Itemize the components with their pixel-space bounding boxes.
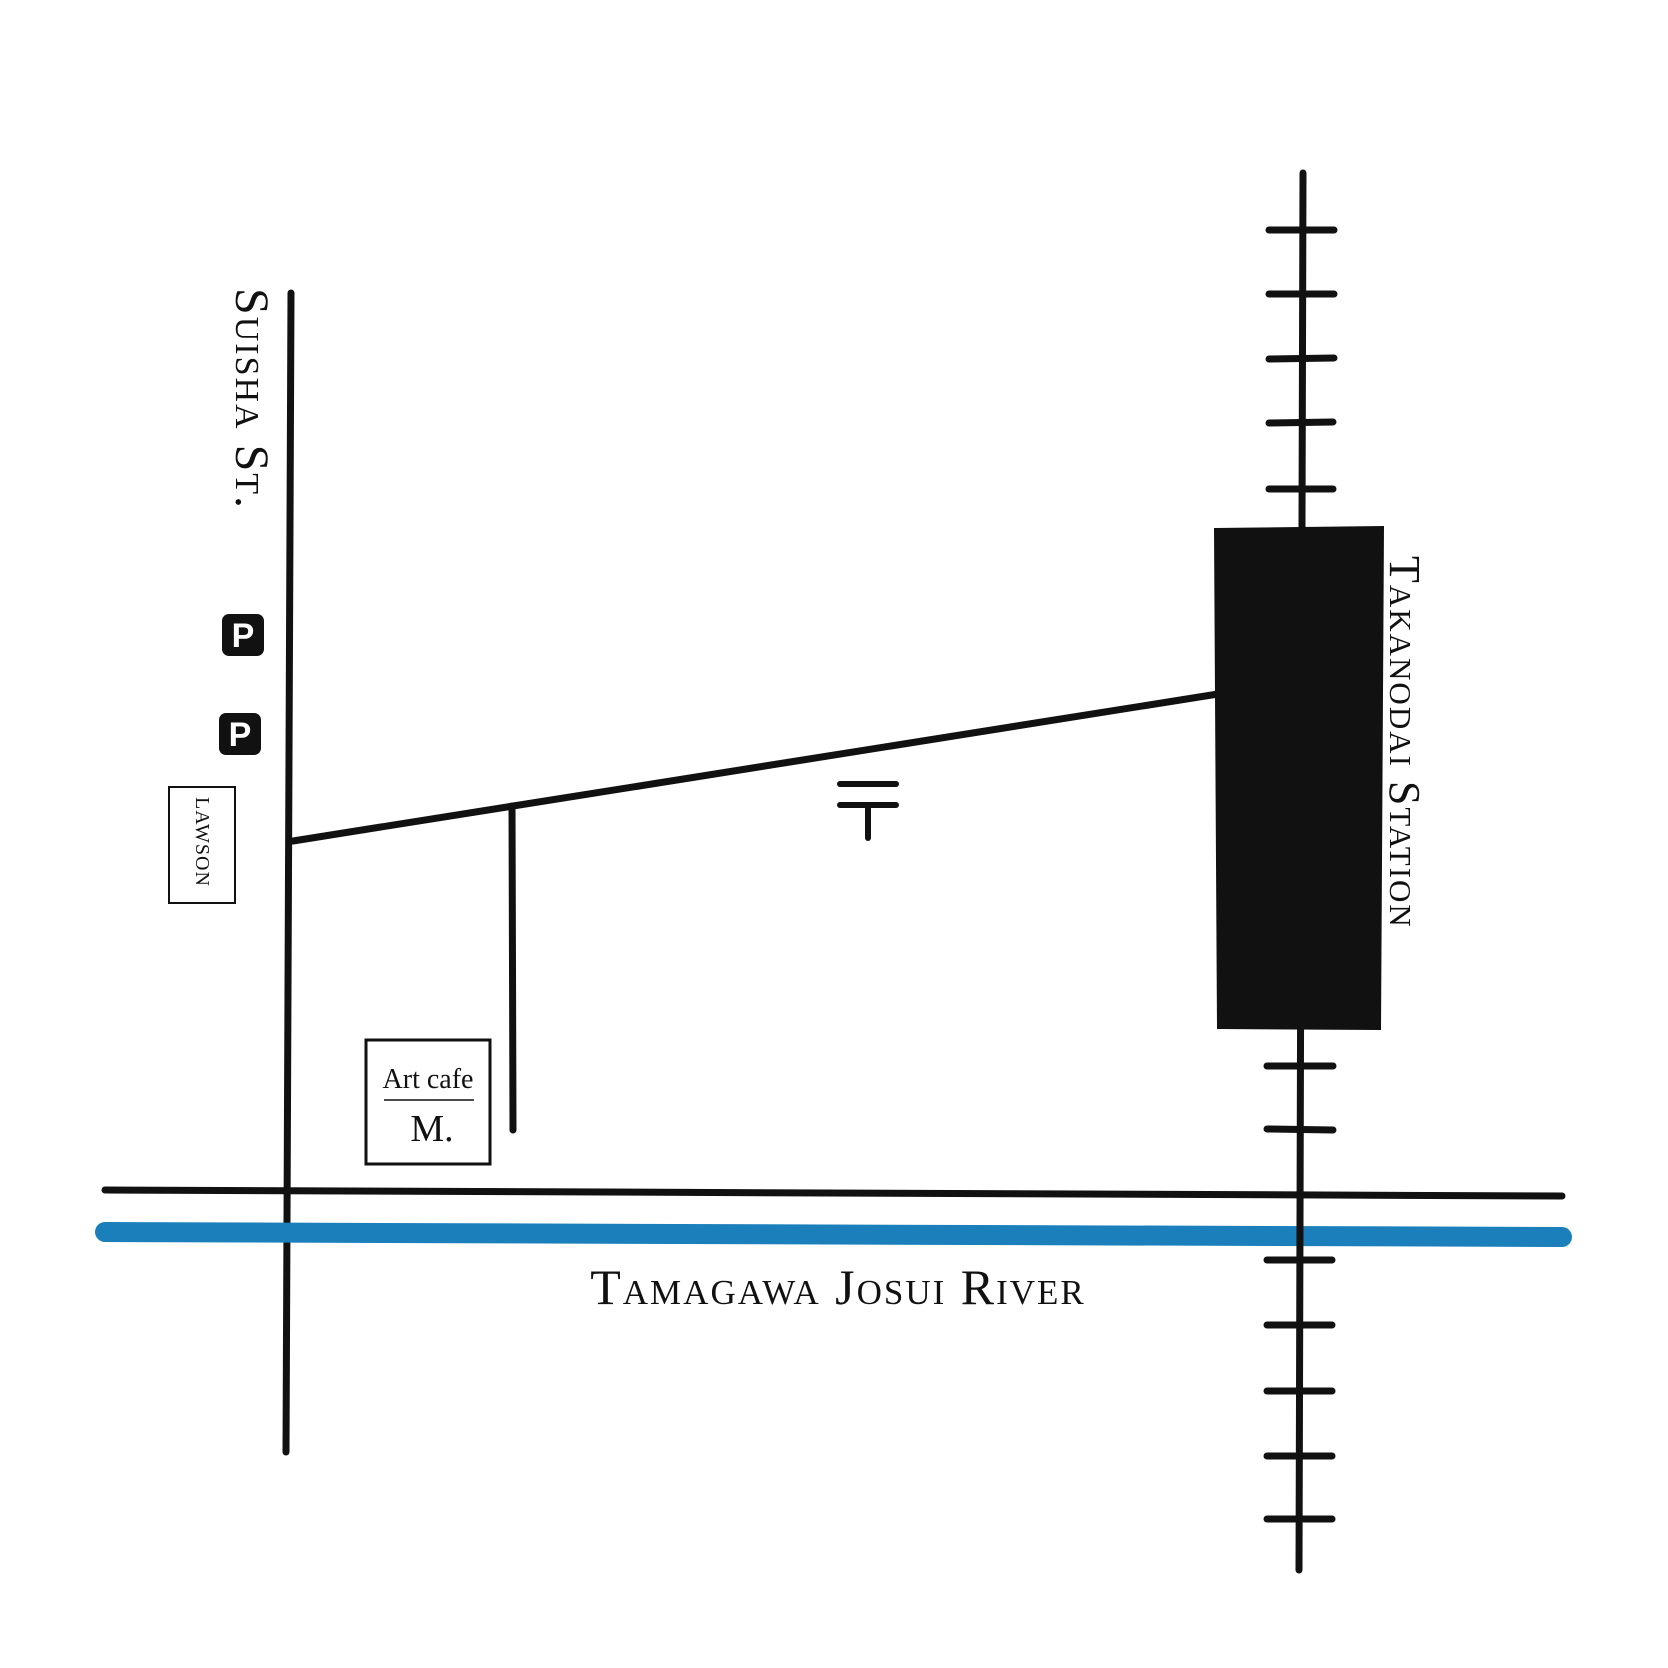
railway-ties bbox=[1263, 226, 1338, 1523]
lawson-store-label: LAWSON bbox=[191, 797, 213, 887]
street-label: Suisha St. bbox=[225, 288, 278, 510]
art-cafe[interactable]: Art cafe M. bbox=[364, 1038, 492, 1166]
parking-letter-2: P bbox=[229, 716, 252, 754]
art-cafe-box bbox=[364, 1038, 492, 1166]
parking-sign-1 bbox=[222, 614, 264, 656]
lawson-store[interactable]: LAWSON bbox=[168, 786, 236, 904]
suisha-street-road bbox=[282, 289, 295, 1456]
parking-letter-1: P bbox=[232, 617, 255, 655]
lawson-store-box bbox=[168, 786, 236, 904]
railway-tie bbox=[1265, 354, 1338, 363]
river-label: Tamagawa Josui River bbox=[590, 1259, 1086, 1315]
station-building[interactable] bbox=[1214, 526, 1384, 1030]
river bbox=[95, 1222, 1572, 1247]
station-label: Takanodai Station bbox=[1380, 556, 1429, 929]
parking-mark-2[interactable]: P bbox=[219, 713, 261, 755]
parking-sign-2 bbox=[219, 713, 261, 755]
parking-mark-1[interactable]: P bbox=[222, 614, 264, 656]
station-approach-road bbox=[289, 690, 1222, 845]
art-cafe-name-line-1: Art cafe bbox=[383, 1064, 474, 1095]
railway-tie bbox=[1265, 418, 1337, 427]
riverside-road bbox=[101, 1186, 1566, 1200]
side-road bbox=[508, 802, 517, 1134]
art-cafe-name-line-2: M. bbox=[410, 1108, 453, 1150]
railway-tie bbox=[1263, 1125, 1337, 1134]
post-office-icon[interactable] bbox=[837, 781, 899, 841]
